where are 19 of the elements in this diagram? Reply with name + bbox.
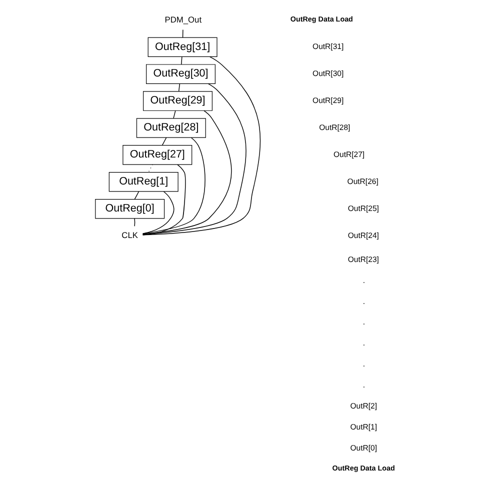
- connector: [142, 56, 260, 236]
- node-box: OutReg[27]: [122, 145, 192, 165]
- connector: [172, 110, 176, 119]
- node-text: PDM_Out: [164, 14, 202, 24]
- node-box: OutReg[28]: [136, 118, 206, 138]
- node-box: OutReg[0]: [94, 198, 164, 219]
- node-box: OutReg[29]: [142, 91, 212, 111]
- node-box: OutReg[30]: [146, 64, 215, 84]
- connector: [161, 137, 166, 146]
- node-box: OutReg[31]: [147, 37, 217, 57]
- connector: [142, 83, 246, 235]
- node-text: CLK: [121, 230, 138, 240]
- connector: [142, 110, 232, 235]
- connector: [134, 191, 139, 200]
- node-box: OutReg[1]: [108, 172, 178, 192]
- connector: [178, 83, 180, 92]
- connector: [180, 56, 182, 65]
- connector: [148, 164, 152, 173]
- connector: [142, 191, 174, 234]
